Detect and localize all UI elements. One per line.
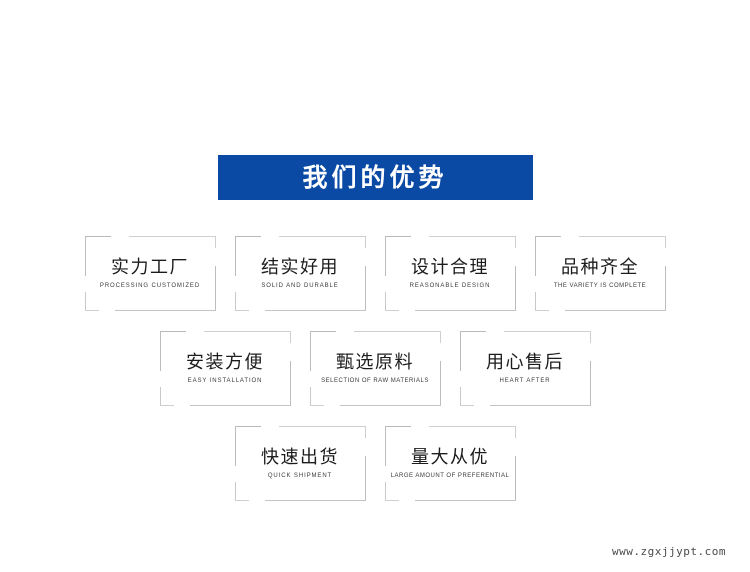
card-right-rail [514, 426, 516, 501]
feature-card-reasonable-design[interactable]: 设计合理 REASONABLE DESIGN [384, 236, 516, 311]
card-left-rail [309, 331, 311, 406]
section-banner: 我们的优势 [217, 155, 533, 200]
feature-card-easy-installation[interactable]: 安装方便 EASY INSTALLATION [159, 331, 291, 406]
card-right-rail [289, 331, 291, 406]
feature-card-the-variety-is-complete[interactable]: 品种齐全 THE VARIETY IS COMPLETE [534, 236, 666, 311]
feature-card-processing-customized[interactable]: 实力工厂 PROCESSING CUSTOMIZED [84, 236, 216, 311]
banner-container: 我们的优势 [0, 155, 750, 200]
feature-card-solid-and-durable[interactable]: 结实好用 SOLID AND DURABLE [234, 236, 366, 311]
card-left-rail [384, 426, 386, 501]
feature-title-cn: 量大从优 [411, 447, 489, 469]
feature-title-cn: 快速出货 [261, 447, 339, 469]
card-left-rail [159, 331, 161, 406]
page-title: 我们的优势 [302, 163, 448, 192]
site-watermark: www.zgxjjypt.com [612, 545, 726, 558]
card-right-rail [664, 236, 666, 311]
card-right-rail [364, 236, 366, 311]
feature-title-en: SELECTION OF RAW MATERIALS [321, 377, 429, 384]
feature-card-selection-of-raw-materials[interactable]: 甄选原料 SELECTION OF RAW MATERIALS [309, 331, 441, 406]
card-left-rail [84, 236, 86, 311]
card-right-rail [514, 236, 516, 311]
feature-row-3: 快速出货 QUICK SHIPMENT 量大从优 LARGE AMOUNT OF… [0, 426, 750, 501]
feature-title-en: HEART AFTER [499, 377, 551, 384]
feature-row-2: 安装方便 EASY INSTALLATION 甄选原料 SELECTION OF… [0, 331, 750, 406]
feature-card-large-amount-of-preferential[interactable]: 量大从优 LARGE AMOUNT OF PREFERENTIAL [384, 426, 516, 501]
feature-card-heart-after[interactable]: 用心售后 HEART AFTER [459, 331, 591, 406]
card-left-rail [234, 426, 236, 501]
feature-title-en: PROCESSING CUSTOMIZED [99, 282, 201, 289]
feature-title-cn: 用心售后 [486, 352, 564, 374]
feature-grid: 实力工厂 PROCESSING CUSTOMIZED 结实好用 SOLID AN… [0, 236, 750, 521]
card-left-rail [459, 331, 461, 406]
feature-title-cn: 实力工厂 [111, 257, 189, 279]
feature-title-en: LARGE AMOUNT OF PREFERENTIAL [390, 472, 510, 479]
feature-title-cn: 设计合理 [411, 257, 489, 279]
feature-title-cn: 结实好用 [261, 257, 339, 279]
feature-title-cn: 安装方便 [186, 352, 264, 374]
feature-title-en: QUICK SHIPMENT [267, 472, 333, 479]
feature-card-quick-shipment[interactable]: 快速出货 QUICK SHIPMENT [234, 426, 366, 501]
feature-title-en: THE VARIETY IS COMPLETE [553, 282, 647, 289]
feature-row-1: 实力工厂 PROCESSING CUSTOMIZED 结实好用 SOLID AN… [0, 236, 750, 311]
card-right-rail [589, 331, 591, 406]
card-right-rail [364, 426, 366, 501]
feature-title-en: SOLID AND DURABLE [261, 282, 339, 289]
feature-title-en: EASY INSTALLATION [187, 377, 263, 384]
card-left-rail [534, 236, 536, 311]
feature-title-cn: 品种齐全 [561, 257, 639, 279]
card-left-rail [384, 236, 386, 311]
card-left-rail [234, 236, 236, 311]
feature-title-cn: 甄选原料 [336, 352, 414, 374]
card-right-rail [439, 331, 441, 406]
card-right-rail [214, 236, 216, 311]
feature-title-en: REASONABLE DESIGN [409, 282, 491, 289]
